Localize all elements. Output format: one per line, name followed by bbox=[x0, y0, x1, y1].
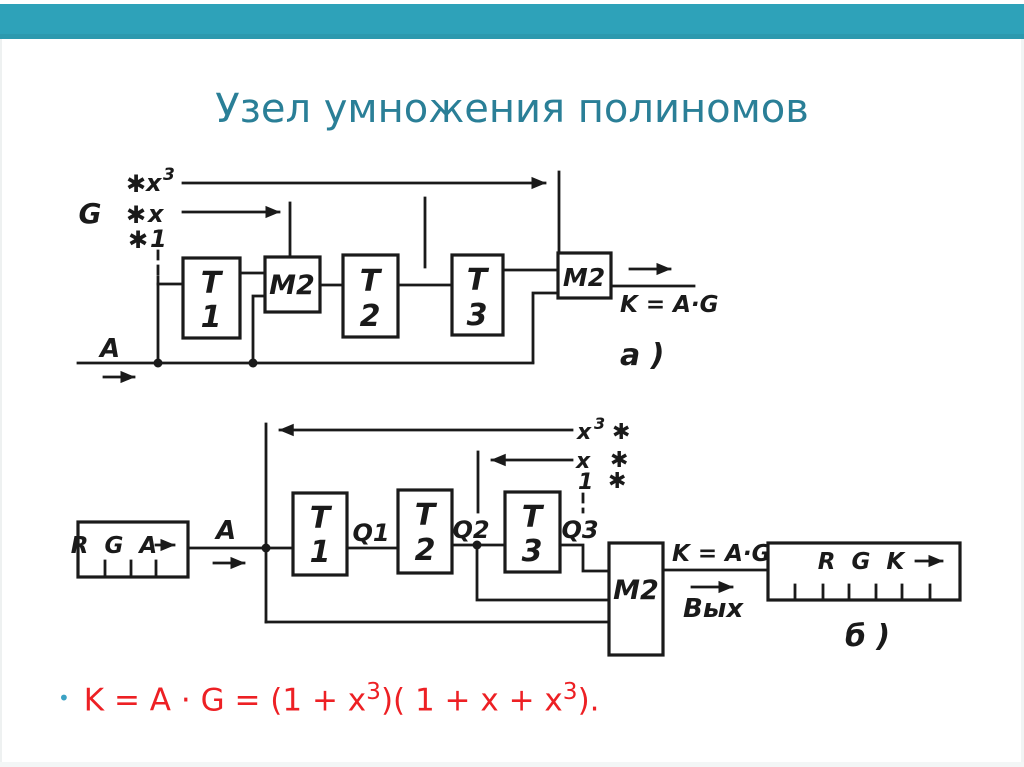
wire-bus-to-m2-right bbox=[531, 291, 560, 364]
block-t2-label: T bbox=[360, 264, 383, 299]
tap-x-star-icon: ✱ bbox=[126, 201, 146, 229]
top-accent-bar bbox=[0, 4, 1024, 39]
slide-edge-left bbox=[0, 39, 2, 767]
output-word-label: Вых bbox=[683, 594, 744, 624]
output-label: K = A·G bbox=[672, 541, 771, 567]
block-t2 bbox=[341, 253, 400, 339]
tap-x3-label: x bbox=[576, 420, 592, 445]
block-t1-label: T bbox=[310, 501, 333, 536]
q1-label: Q1 bbox=[352, 519, 389, 547]
tap-1-star-icon: ✱ bbox=[608, 469, 626, 494]
wire-bus-to-m2-left bbox=[251, 294, 267, 365]
slide-edge-bottom bbox=[0, 762, 1024, 767]
block-m2-label: M2 bbox=[613, 575, 659, 606]
block-t3-number: 3 bbox=[467, 298, 488, 333]
tap-x3-star-icon: ✱ bbox=[126, 170, 146, 198]
block-t3-label: T bbox=[467, 263, 490, 298]
block-t1 bbox=[291, 491, 349, 577]
register-rga-label: R G A bbox=[71, 533, 161, 559]
register-rgk-label: R G K bbox=[818, 549, 908, 575]
tap-x3-star-icon: ✱ bbox=[612, 420, 630, 445]
input-a-label: A bbox=[98, 334, 120, 364]
tap-x-star-icon: ✱ bbox=[610, 448, 628, 473]
tap-1-star-icon: ✱ bbox=[128, 226, 148, 254]
block-t3 bbox=[450, 253, 505, 337]
q3-label: Q3 bbox=[561, 516, 598, 544]
tap-x3-sup: 3 bbox=[594, 414, 605, 433]
bullet-icon: • bbox=[58, 686, 70, 711]
slide-edge-right bbox=[1021, 39, 1024, 767]
formula-part2: )( 1 + x + x bbox=[380, 682, 563, 719]
tap-x-label: x bbox=[575, 449, 591, 474]
register-rgk bbox=[766, 541, 962, 602]
slide-title: Узел умножения полиномов bbox=[215, 86, 809, 132]
block-t2-number: 2 bbox=[360, 299, 381, 334]
caption-b: б ) bbox=[845, 619, 890, 654]
formula-part3: ). bbox=[577, 682, 600, 719]
block-t3-label: T bbox=[522, 500, 545, 535]
diagram-a: ✱ x 3 G ✱ x ✱ 1 A bbox=[76, 165, 719, 384]
block-t2-number: 2 bbox=[415, 533, 436, 568]
q2-label: Q2 bbox=[452, 516, 489, 544]
formula-sup2: 3 bbox=[562, 678, 578, 705]
tap-x-label: x bbox=[147, 200, 165, 228]
junction-dot bbox=[248, 358, 258, 368]
block-t1-number: 1 bbox=[201, 300, 222, 335]
wire-q2-m2 bbox=[475, 543, 611, 602]
junction-dot bbox=[153, 358, 163, 368]
tap-1-label: 1 bbox=[578, 470, 593, 495]
block-m2-right bbox=[556, 251, 613, 300]
formula-sup1: 3 bbox=[366, 678, 381, 705]
block-t1-label: T bbox=[201, 266, 224, 301]
block-t3 bbox=[503, 490, 562, 574]
block-t1 bbox=[181, 256, 242, 340]
block-t3-number: 3 bbox=[522, 534, 543, 569]
block-t2-label: T bbox=[415, 498, 438, 533]
block-t1-number: 1 bbox=[310, 535, 331, 570]
block-m2-right-label: M2 bbox=[563, 263, 605, 292]
formula-line: •K = A · G = (1 + x3)( 1 + x + x3). bbox=[58, 678, 998, 718]
formula-part1: K = A · G = (1 + x bbox=[83, 682, 367, 719]
block-m2-left bbox=[263, 255, 322, 314]
caption-a: a ) bbox=[620, 338, 664, 373]
tap-x3-label: x bbox=[145, 169, 163, 197]
g-label: G bbox=[79, 197, 102, 230]
input-a-label: A bbox=[214, 516, 236, 546]
tap-x3-sup: 3 bbox=[163, 165, 175, 185]
wire-t3-m2 bbox=[558, 543, 611, 573]
block-m2 bbox=[607, 541, 665, 657]
diagram-b: R G A A x 3 ✱ x ✱ 1 ✱ T bbox=[71, 414, 962, 657]
block-t2 bbox=[396, 488, 454, 575]
output-label: K = A·G bbox=[620, 292, 719, 318]
block-m2-left-label: M2 bbox=[269, 270, 315, 301]
tap-1-label: 1 bbox=[150, 225, 167, 253]
